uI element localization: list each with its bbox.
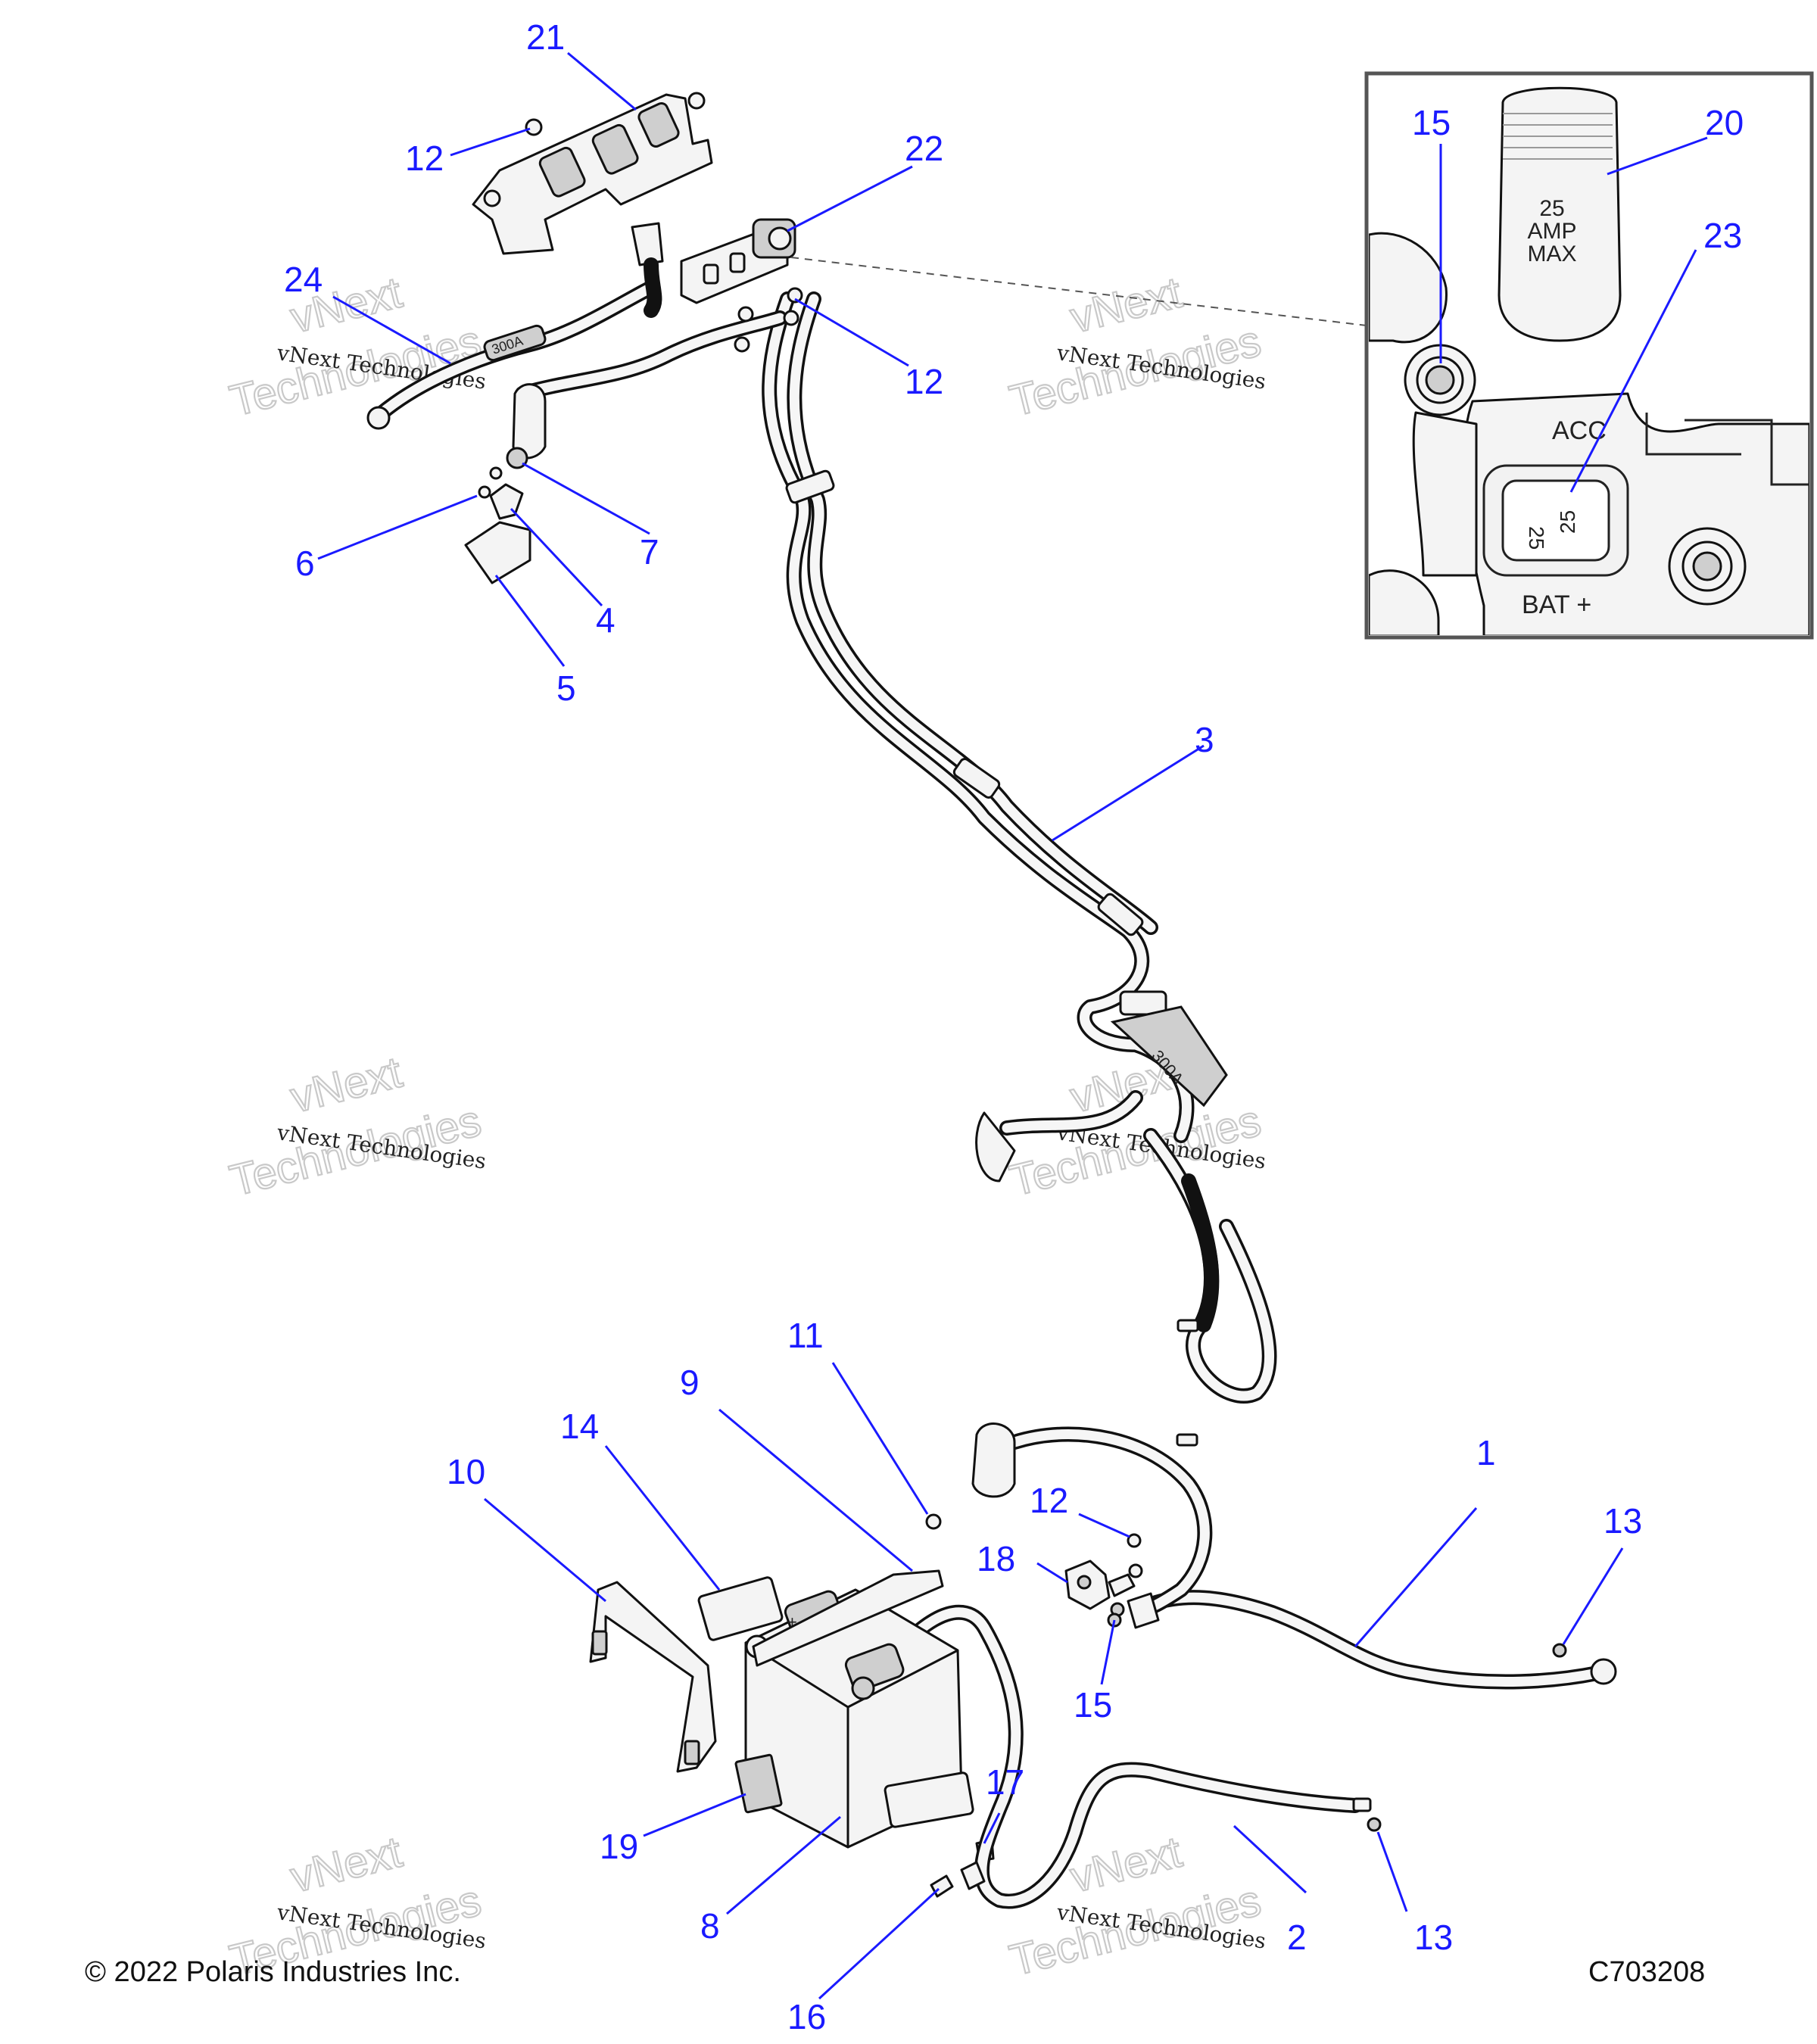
callout-15-inset: 15 xyxy=(1412,103,1451,142)
screw xyxy=(787,287,803,304)
mounting-plate xyxy=(464,521,531,584)
terminal-boot xyxy=(512,383,547,460)
screw xyxy=(737,306,754,322)
ring-terminal xyxy=(960,1861,986,1890)
callout-6: 6 xyxy=(295,544,315,583)
fuse-unit-label: AMP xyxy=(1527,219,1576,244)
callout-10: 10 xyxy=(447,1452,485,1491)
connector-boot xyxy=(631,222,664,266)
watermark-top-left: vNext Technologies vNext Technologies xyxy=(224,267,488,427)
screw xyxy=(478,485,491,499)
callout-1: 1 xyxy=(1476,1433,1496,1472)
cable-2 xyxy=(871,1604,1372,1909)
mounting-bracket xyxy=(472,93,713,255)
nut xyxy=(1367,1817,1382,1832)
watermark-big-line2: vNext xyxy=(1065,268,1186,343)
cable-1 xyxy=(971,1422,1617,1690)
battery-strap xyxy=(589,1581,717,1773)
callout-12-bracket: 12 xyxy=(405,139,444,178)
copyright-text: © 2022 Polaris Industries Inc. xyxy=(85,1956,461,1988)
callout-20: 20 xyxy=(1705,103,1744,142)
callout-13-upper: 13 xyxy=(1604,1501,1642,1541)
fuse-sleeve xyxy=(483,324,547,362)
nut xyxy=(1552,1643,1567,1658)
watermark-bottom-right: vNext Technologies vNext Technologies xyxy=(1004,1827,1267,1986)
cable-clip xyxy=(785,469,835,504)
callout-17: 17 xyxy=(986,1762,1024,1802)
upper-cable: 300A xyxy=(366,222,787,460)
watermark-big-line2: vNext xyxy=(285,1048,407,1123)
battery: + xyxy=(697,1569,974,1849)
ring-terminal xyxy=(1176,1433,1198,1447)
screw xyxy=(1128,1563,1143,1578)
diagram-code: C703208 xyxy=(1588,1956,1705,1988)
screw xyxy=(734,336,750,353)
callout-16: 16 xyxy=(787,1997,826,2036)
fuse-rating-label: 25 xyxy=(1539,196,1564,221)
ring-terminal xyxy=(366,406,391,430)
callout-13-lower: 13 xyxy=(1414,1918,1453,1957)
callout-21: 21 xyxy=(526,17,565,57)
terminal-boot xyxy=(1127,1592,1160,1629)
nut xyxy=(506,447,528,469)
callout-22: 22 xyxy=(905,129,943,168)
fuse-sleeve xyxy=(1110,1005,1228,1108)
socket-left-label: 25 xyxy=(1525,526,1548,550)
relay-solenoid xyxy=(1064,1559,1136,1610)
watermark-top-right: vNext Technologies vNext Technologies xyxy=(1004,267,1267,427)
callout-8: 8 xyxy=(700,1906,720,1946)
callout-19: 19 xyxy=(600,1827,638,1866)
cable-clip xyxy=(1097,893,1144,936)
fuse-block xyxy=(680,218,796,304)
callout-7: 7 xyxy=(640,532,659,572)
callout-2: 2 xyxy=(1287,1918,1307,1957)
terminal-boot xyxy=(971,1422,1016,1498)
screw xyxy=(687,92,706,110)
callout-12-relay: 12 xyxy=(1030,1481,1068,1520)
cable-clip xyxy=(952,758,1001,799)
fuse-max-label: MAX xyxy=(1527,241,1576,266)
screw xyxy=(489,466,503,480)
callout-24: 24 xyxy=(284,260,323,299)
label-19 xyxy=(734,1753,783,1814)
screw xyxy=(483,189,501,207)
callout-labels: 1 2 3 4 5 6 7 8 9 10 11 12 12 12 13 13 1… xyxy=(284,17,1744,2036)
detail-inset: 25 AMP MAX ACC 25 25 BAT + xyxy=(1364,71,1814,640)
callout-5: 5 xyxy=(556,668,576,708)
terminal-bat-label: BAT + xyxy=(1522,590,1591,619)
socket-right-label: 25 xyxy=(1556,510,1579,534)
callout-12-fuse-block: 12 xyxy=(905,362,943,401)
screw xyxy=(925,1513,942,1530)
callout-9: 9 xyxy=(680,1363,700,1402)
screw xyxy=(783,310,799,326)
terminal-boot xyxy=(975,1111,1016,1182)
callout-23: 23 xyxy=(1703,216,1742,255)
terminal-stud xyxy=(489,483,524,520)
screw xyxy=(525,118,543,136)
callout-15-relay: 15 xyxy=(1074,1685,1112,1725)
callout-11: 11 xyxy=(787,1316,824,1355)
screw xyxy=(1127,1533,1142,1548)
watermark-big-line2: vNext xyxy=(285,1827,407,1902)
pad xyxy=(884,1771,974,1828)
watermark-big-line2: vNext xyxy=(1065,1827,1186,1902)
ring-terminal xyxy=(1590,1658,1617,1685)
callout-4: 4 xyxy=(596,600,616,640)
callout-3: 3 xyxy=(1195,720,1214,759)
main-cable-harness: 300A xyxy=(762,291,1277,1447)
ring-terminal xyxy=(1352,1797,1372,1812)
callout-14: 14 xyxy=(560,1407,599,1446)
pad-14 xyxy=(697,1576,784,1641)
inset-leader xyxy=(790,257,1367,326)
ring-terminal xyxy=(1177,1319,1199,1332)
callout-18: 18 xyxy=(977,1539,1015,1578)
watermark-mid-left: vNext Technologies vNext Technologies xyxy=(224,1047,488,1207)
leader-lines xyxy=(317,51,1708,2000)
